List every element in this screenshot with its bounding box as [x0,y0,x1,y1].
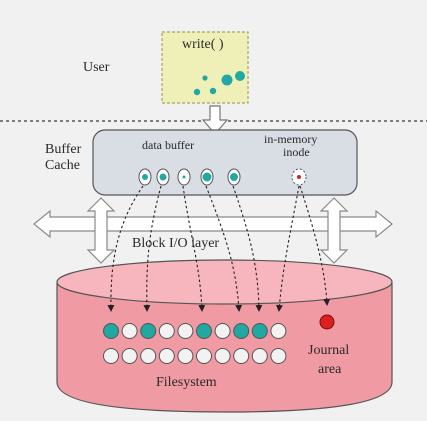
inode-dot [297,175,301,179]
filesystem-block [251,348,268,364]
journal-block [319,314,335,330]
filesystem-blocks [103,323,287,364]
filesystem-block-written [251,323,268,339]
buffer-cache-label-line2: Cache [45,158,80,173]
inode-label-line2: inode [283,145,310,159]
block-io-label: Block I/O layer [132,236,220,251]
filesystem-block [233,348,250,364]
block-io-arrow [33,209,393,239]
user-data-dot [202,75,208,81]
user-data-dot [221,74,233,86]
filesystem-block [196,348,212,364]
buffer-page-dirty-dot [159,173,167,181]
writeback-arrows [107,185,331,312]
data-buffer-pages [138,168,241,186]
writeback-arrow [232,185,263,312]
filesystem-block [121,323,138,339]
filesystem-block [214,348,231,364]
buffer-page-dirty-dot [202,172,212,182]
filesystem-block-written [196,323,212,339]
filesystem-block [270,323,287,339]
user-data-dot [209,87,217,95]
writeback-arrow [182,185,206,312]
writeback-arrow [275,185,300,312]
filesystem-block [177,348,194,364]
buffer-cache-box [92,129,358,196]
filesystem-block [121,348,138,364]
writeback-arrow [143,185,162,312]
write-down-arrow [201,105,229,135]
right-vertical-arrow [319,197,349,264]
journal-label-line2: area [318,362,342,377]
filesystem-block [103,348,119,364]
buffer-cache-label-line1: Buffer [45,142,82,157]
left-vertical-arrow [86,197,116,264]
disk-top [56,259,393,305]
user-label: User [83,60,110,75]
filesystem-block [214,323,231,339]
filesystem-block [140,348,157,364]
filesystem-block [177,323,194,339]
filesystem-block [158,348,175,364]
filesystem-block-written [233,323,250,339]
user-data-dot [235,71,245,81]
writeback-arrow [205,185,243,312]
journal-label-line1: Journal [308,343,350,358]
write-box-label: write( ) [182,37,224,52]
buffer-page-dirty-dot [142,174,148,180]
inode-label-line1: in-memory [264,132,318,146]
write-box [161,31,249,104]
buffer-page-dirty-dot [182,175,186,179]
data-buffer-label: data buffer [142,138,195,152]
buffer-page-dirty-dot [230,173,238,181]
filesystem-block-written [103,323,119,339]
filesystem-block [158,323,175,339]
filesystem-label: Filesystem [156,375,217,390]
journal-arrow [299,185,331,306]
disk-body [56,283,393,413]
user-data-dot [193,88,201,96]
filesystem-block-written [140,323,157,339]
filesystem-block [270,348,287,364]
